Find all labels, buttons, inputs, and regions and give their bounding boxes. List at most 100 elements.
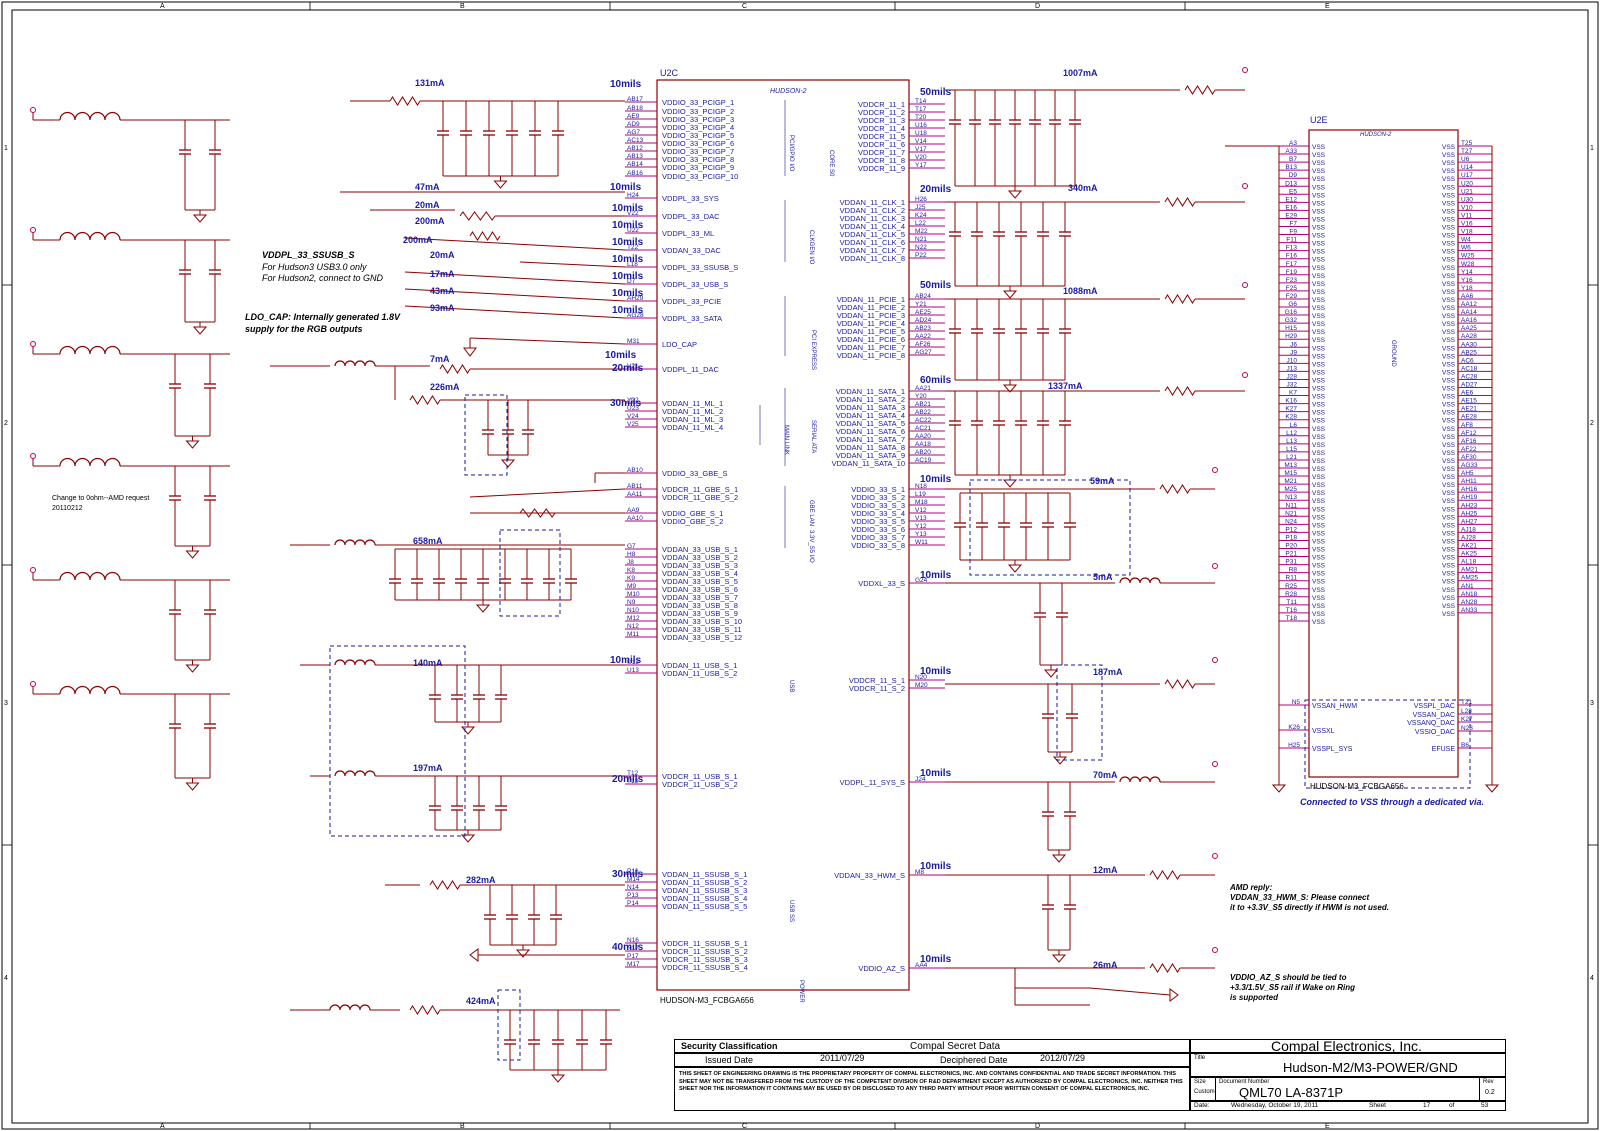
u2c-pin-ball: AB17 [627, 96, 643, 103]
u2e-pin-ball: AN28 [1461, 599, 1478, 606]
u2c-section-label: PCI/GPIO I/O [788, 135, 794, 172]
u2c-pin-name: VDDAN_11_SATA_10 [832, 459, 905, 468]
u2c-pin-name: VDDAN_11_CLK_5 [840, 230, 905, 239]
u2e-pin-ball: G6 [1288, 301, 1297, 308]
u2c-pin-ball: P14 [627, 900, 639, 907]
u2e-pin-name: VSS [1312, 547, 1326, 554]
ground-icon [460, 834, 476, 843]
u2c-pin-name: VDDCR_11_GBE_S_1 [662, 485, 738, 494]
u2c-pin-name: VDDAN_33_USB_S_3 [662, 561, 738, 570]
u2c-pin-ball: N10 [627, 607, 639, 614]
current-pcie33: 43mA [430, 286, 455, 296]
u2c-pin-name: VDDIO_33_S_7 [851, 533, 905, 542]
u2e-pin-name: VSSAN_HWM [1312, 703, 1357, 710]
u2e-pin-name: VSS [1312, 361, 1326, 368]
u2e-pin-name: VSS [1312, 289, 1326, 296]
u2e-pin-name: VSS [1312, 386, 1326, 393]
u2c-pin-ball: T14 [915, 98, 927, 105]
u2e-pin-ball: M13 [1284, 462, 1297, 469]
u2e-pin-ball: D9 [1289, 172, 1298, 179]
ground-icon [1002, 290, 1018, 299]
u2c-pin-name: VDDAN_11_USB_S_2 [662, 669, 737, 678]
u2c-pin-ball: M10 [627, 591, 640, 598]
u2e-pin-ball: P31 [1285, 559, 1297, 566]
u2c-pin-name: VDDAN_11_CLK_2 [840, 206, 905, 215]
trace-width-label: 10mils [612, 203, 644, 214]
u2e-pin-name: VSS [1312, 281, 1326, 288]
u2c-pin-name: VDDPL_33_SATA [662, 314, 722, 323]
u2e-pin-name: VSS [1312, 192, 1326, 199]
u2c-pin-ball: M20 [915, 682, 928, 689]
date-value: Wednesday, October 19, 2011 [1231, 1102, 1319, 1109]
u2c-pin-ball: AF26 [915, 341, 931, 348]
trace-width-label: 10mils [920, 768, 952, 779]
ground-icon [1484, 784, 1500, 793]
u2e-pin-ball: F7 [1289, 221, 1297, 228]
u2e-pin-ball: J13 [1287, 365, 1298, 372]
u2e-pin-ball: T27 [1461, 148, 1473, 155]
u2e-pin-name: VSS [1442, 563, 1456, 570]
power-flag-icon [30, 107, 36, 113]
u2c-pin-name: VDDCR_11_7 [858, 148, 905, 157]
u2e-pin-name: VSS [1442, 273, 1456, 280]
u2e-pin-ball: W28 [1461, 261, 1475, 268]
frame-row-label: 4 [1590, 975, 1594, 982]
u2e-pin-name: VSS [1442, 555, 1456, 562]
title-block-company: Compal Electronics, Inc. [1190, 1038, 1506, 1054]
u2e-pin-ball: E12 [1285, 196, 1297, 203]
u2c-pin-ball: M8 [915, 869, 924, 876]
u2e-pin-name: VSS [1312, 619, 1326, 626]
u2c-pin-name: VDDAN_11_PCIE_2 [837, 303, 905, 312]
u2e-pin-name: VSS [1442, 603, 1456, 610]
of-num: 53 [1481, 1102, 1489, 1109]
u2e-pin-name: VSS [1442, 337, 1456, 344]
u2e-pin-name: VSS [1312, 313, 1326, 320]
u2c-section-label: GBE LAN [808, 500, 814, 526]
resistor-icon [439, 364, 471, 374]
u2e-pin-name: VSS [1312, 474, 1326, 481]
u2e-pin-ball: R11 [1286, 575, 1298, 582]
u2c-pin-name: VDDCR_11_SSUSB_S_2 [662, 947, 748, 956]
u2c-pin-ball: L18 [627, 261, 638, 268]
ground-icon [469, 948, 479, 962]
u2c-pin-ball: M9 [627, 583, 636, 590]
u2e-pin-name: VSS [1442, 394, 1456, 401]
u2c-pin-ball: L19 [915, 491, 926, 498]
u2e-pin-ball: AH19 [1461, 494, 1478, 501]
note-ssusb-1: VDDPL_33_SSUSB_S [262, 250, 355, 260]
u2c-pin-name: VDDCR_11_5 [858, 132, 905, 141]
u2c-pin-ball: J25 [915, 204, 926, 211]
u2c-pin-ball: AA4 [915, 962, 928, 969]
u2e-pin-ball: AN1 [1461, 583, 1474, 590]
trace-width-label: 50mils [920, 87, 952, 98]
u2c-pin-name: VDDCR_11_6 [858, 140, 905, 149]
power-flag-icon [30, 681, 36, 687]
u2c-pin-name: VDDAN_11_SATA_5 [836, 419, 905, 428]
u2c-pin-name: VDDIO_33_PCIGP_6 [662, 139, 734, 148]
u2e-pin-ball: B7 [1289, 156, 1297, 163]
u2e-pin-name: VSS [1312, 200, 1326, 207]
current-dac: 20mA [415, 200, 440, 210]
resistor-icon [1184, 85, 1216, 95]
u2e-pin-ball: A33 [1285, 148, 1297, 155]
u2c-section-label: MAIN LINK [783, 425, 789, 455]
u2e-pin-ball: T18 [1286, 615, 1298, 622]
u2e-pin-ball: H15 [1285, 325, 1297, 332]
u2c-pin-ball: Y17 [915, 162, 927, 169]
u2e-pin-name: VSS [1442, 595, 1456, 602]
u2c-pin-ball: AG7 [627, 129, 640, 136]
u2e-pin-ball: AK21 [1461, 543, 1477, 550]
u2c-pin-name: VDDAN_11_SATA_9 [836, 451, 905, 460]
frame-col-label: E [1325, 3, 1330, 10]
u2e-pin-ball: K27 [1461, 716, 1473, 723]
inductor-icon [59, 571, 121, 581]
trace-width-label: 10mils [610, 655, 642, 666]
u2e-pin-ball: W6 [1461, 245, 1471, 252]
u2c-pin-ball: U22 [627, 227, 639, 234]
u2e-pin-ball: L12 [1286, 430, 1297, 437]
frame-col-label: A [160, 1123, 165, 1130]
u2e-pin-ball: AF8 [1461, 422, 1473, 429]
u2e-pin-ball: L6 [1290, 422, 1298, 429]
u2c-pin-ball: M11 [627, 631, 640, 638]
